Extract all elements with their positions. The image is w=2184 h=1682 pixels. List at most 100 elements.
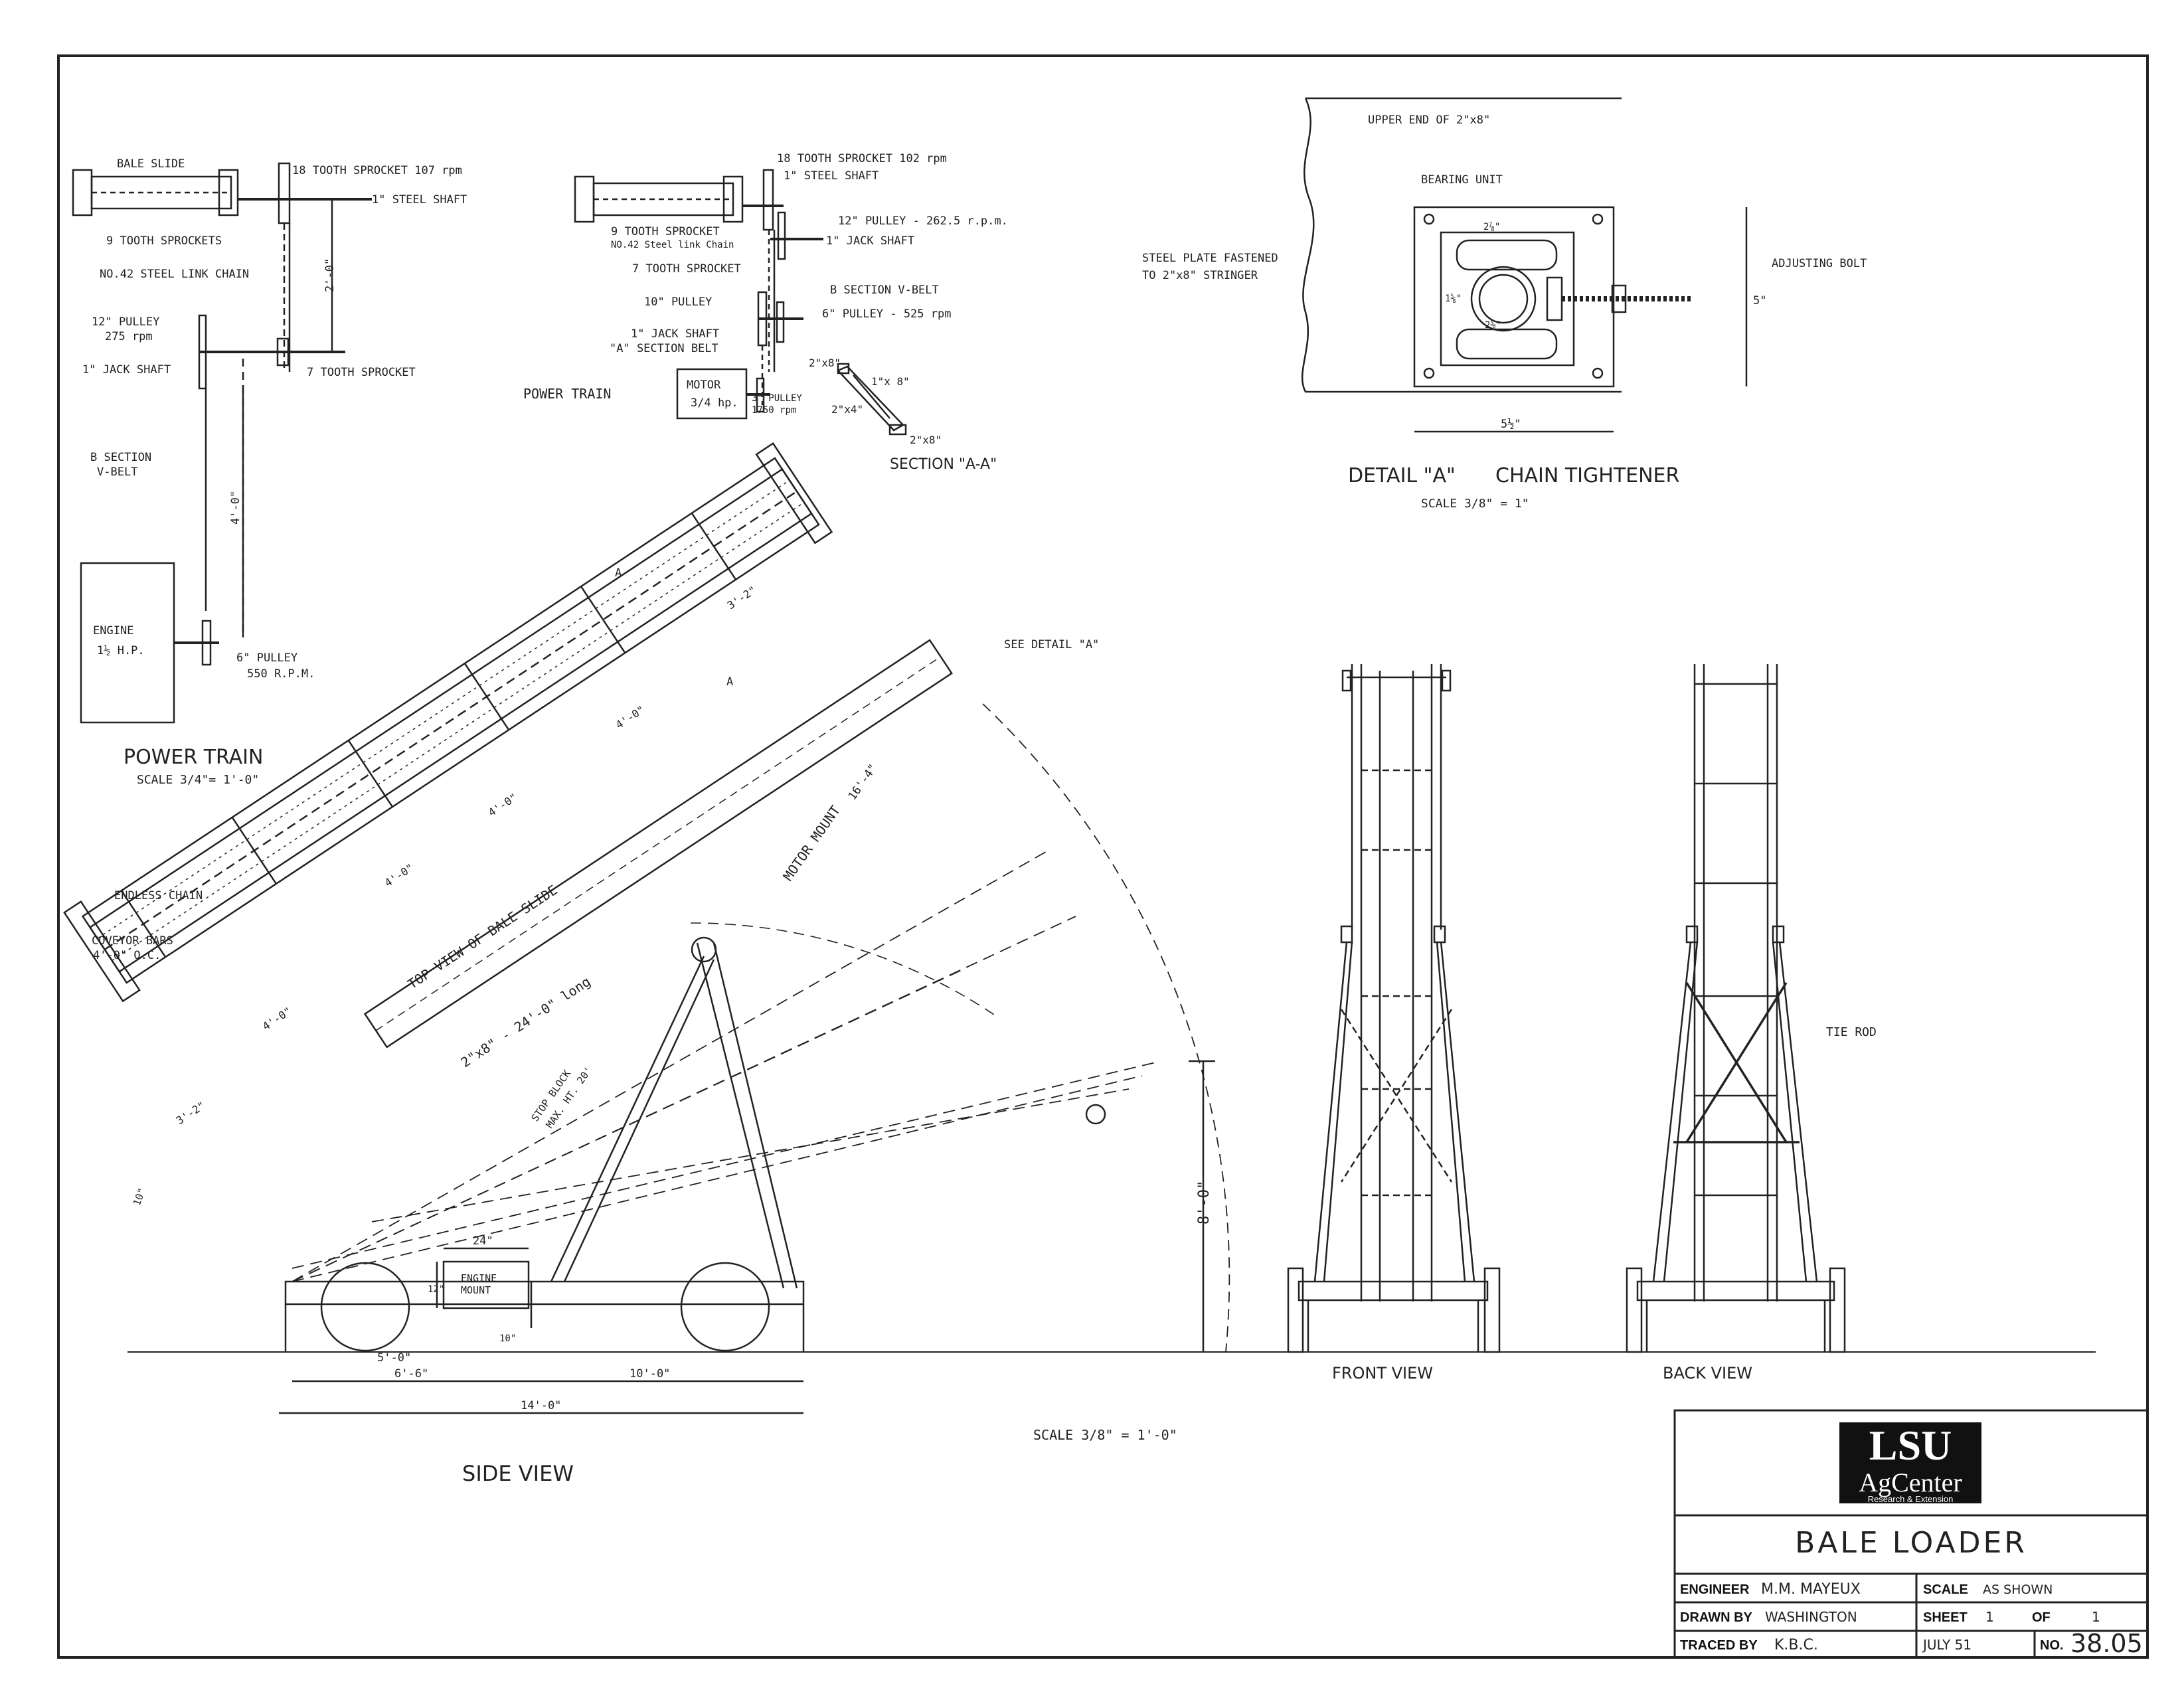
pt2-pulley-10: 10" PULLEY: [644, 295, 712, 309]
saa-2x8b: 2"x8": [910, 434, 942, 446]
pt1-chain: NO.42 STEEL LINK CHAIN: [100, 268, 249, 281]
pt1-pulley-12-rpm: 275 rpm: [105, 330, 153, 343]
tb-traced-label: TRACED BY: [1680, 1638, 1758, 1653]
da-dim-5half: 5½": [1501, 418, 1521, 431]
sv-dim-10in: 10": [131, 1187, 148, 1208]
sv-dim-12: 12": [428, 1284, 444, 1295]
sv-dim-8ft: 8'-0": [1196, 1181, 1213, 1224]
side-view-drawing: [64, 444, 2096, 1413]
sv-section-a: A: [615, 566, 622, 580]
sv-dim-14ft: 14'-0": [521, 1399, 561, 1412]
sheet-border: [58, 56, 2147, 1657]
pt1-pulley-6-rpm: 550 R.P.M.: [247, 667, 315, 681]
sv-dim-24: 24": [473, 1234, 493, 1248]
pt2-sprocket-7: 7 TOOTH SPROCKET: [632, 262, 741, 276]
sv-dim-32: 3'-2": [725, 584, 759, 612]
sv-dim-4b: 4'-0": [486, 791, 520, 819]
da-upper-end: UPPER END OF 2"x8": [1368, 114, 1490, 127]
pt2-motor-hp: 3/4 hp.: [691, 396, 738, 410]
sv-conveyor-bars: COVEYOR BARS: [92, 934, 173, 948]
sv-conveyor-oc: 4'-0" O.C.: [93, 949, 161, 962]
tb-sheet-no: 1: [1985, 1609, 1994, 1625]
pt2-pulley-3-rpm: 1750 rpm: [752, 405, 796, 416]
sv-dim-6ft: 6'-6": [394, 1367, 428, 1381]
da-bearing: BEARING UNIT: [1421, 173, 1503, 187]
tb-drawn-label: DRAWN BY: [1680, 1610, 1753, 1625]
tb-engineer-label: ENGINEER: [1680, 1582, 1750, 1597]
pt2-pulley-6: 6" PULLEY - 525 rpm: [822, 307, 951, 321]
pt1-dim-4ft: 4'-0": [229, 491, 242, 525]
sv-endless-chain: ENDLESS CHAIN: [114, 889, 203, 902]
pt2-sprocket-18: 18 TOOTH SPROCKET 102 rpm: [777, 152, 947, 165]
pt1-pulley-12: 12" PULLEY: [92, 315, 159, 329]
power-train-engine: [73, 163, 372, 722]
pt2-motor: MOTOR: [687, 378, 721, 392]
tb-scale: AS SHOWN: [1983, 1582, 2053, 1597]
da-dim-5: 5": [1753, 294, 1766, 307]
sv-section-a2: A: [726, 675, 733, 689]
section-aa-drawing: [838, 364, 906, 434]
tb-drawing-title: BALE LOADER: [1795, 1526, 2027, 1560]
sv-engine-mount2: MOUNT: [461, 1284, 491, 1296]
pt1-scale: SCALE 3/4"= 1'-0": [137, 773, 259, 787]
sv-stringer-label: 2"x8" - 24'-0" long: [458, 973, 594, 1070]
fv-title: FRONT VIEW: [1332, 1364, 1433, 1383]
da-adjusting: ADJUSTING BOLT: [1772, 257, 1867, 270]
da-dim-158: 1⅝": [1445, 294, 1462, 304]
back-view-drawing: [1627, 664, 1845, 1352]
pt1-dim-2ft: 2'-0": [323, 258, 337, 292]
sv-title: SIDE VIEW: [462, 1461, 574, 1486]
sv-dim-10: 10": [499, 1333, 516, 1344]
tb-date: JULY 51: [1922, 1637, 1972, 1653]
tb-sheet-total: 1: [2092, 1609, 2100, 1625]
pt2-jack-shaft2: 1" JACK SHAFT: [631, 327, 719, 341]
sv-motor-mount: MOTOR MOUNT: [780, 803, 843, 884]
sv-engine-mount: ENGINE: [461, 1272, 497, 1284]
pt2-b-section: B SECTION V-BELT: [830, 284, 939, 297]
da-subtitle: CHAIN TIGHTENER: [1495, 464, 1679, 487]
da-title: DETAIL "A": [1348, 464, 1456, 487]
tb-traced: K.B.C.: [1774, 1637, 1818, 1653]
pt2-steel-shaft: 1" STEEL SHAFT: [784, 169, 879, 183]
lsu-agcenter-logo: LSU AgCenter Research & Extension: [1839, 1422, 1981, 1504]
da-steel-plate2: TO 2"x8" STRINGER: [1142, 269, 1258, 282]
sv-dim-10ft: 10'-0": [630, 1367, 670, 1381]
detail-a-drawing: [1302, 98, 1746, 432]
pt1-jack-shaft: 1" JACK SHAFT: [82, 363, 171, 377]
saa-1x8: 1"x 8": [871, 375, 910, 388]
pt2-a-section: "A" SECTION BELT: [610, 342, 718, 355]
pt2-pulley-3: 3" PULLEY: [752, 393, 802, 404]
tb-no-label: NO.: [2040, 1638, 2064, 1653]
tb-drawn: WASHINGTON: [1765, 1609, 1857, 1625]
pt1-engine-hp: 1½ H.P.: [97, 644, 145, 657]
sv-dim-5ft: 5'-0": [377, 1351, 411, 1365]
pt1-b-section: B SECTION: [90, 451, 151, 464]
title-block: [1675, 1410, 2147, 1657]
front-view-drawing: [1288, 664, 1499, 1352]
pt1-steel-shaft: 1" STEEL SHAFT: [372, 193, 467, 207]
sv-dim-4d: 4'-0": [260, 1005, 294, 1033]
da-scale: SCALE 3/8" = 1": [1421, 497, 1529, 511]
bv-tie-rod: TIE ROD: [1826, 1025, 1877, 1039]
pt1-v-belt: V-BELT: [97, 465, 137, 479]
pt1-sprocket-18: 18 TOOTH SPROCKET 107 rpm: [292, 164, 462, 177]
saa-2x8: 2"x8": [809, 357, 841, 369]
bv-title: BACK VIEW: [1663, 1364, 1752, 1383]
tb-of-label: OF: [2032, 1610, 2051, 1625]
da-dim-278: 2⅞": [1483, 222, 1500, 232]
pt1-pulley-6: 6" PULLEY: [236, 651, 297, 665]
tb-number: 38.05: [2070, 1629, 2143, 1658]
sv-dim-32b: 3'-2": [174, 1099, 208, 1127]
pt1-sprockets-9: 9 TOOTH SPROCKETS: [106, 234, 222, 248]
pt1-engine: ENGINE: [93, 624, 133, 637]
sv-dim-16ft: 16'-4": [846, 762, 881, 803]
power-train-motor: [575, 170, 823, 418]
sv-dim-4a: 4'-0": [614, 703, 647, 731]
tb-engineer: M.M. MAYEUX: [1761, 1581, 1861, 1598]
saa-title: SECTION "A-A": [890, 456, 997, 473]
logo-main: LSU: [1869, 1422, 1952, 1469]
sv-dim-4c: 4'-0": [382, 861, 416, 889]
pt2-jack-shaft: 1" JACK SHAFT: [826, 234, 914, 248]
sv-scale: SCALE 3/8" = 1'-0": [1033, 1427, 1177, 1443]
